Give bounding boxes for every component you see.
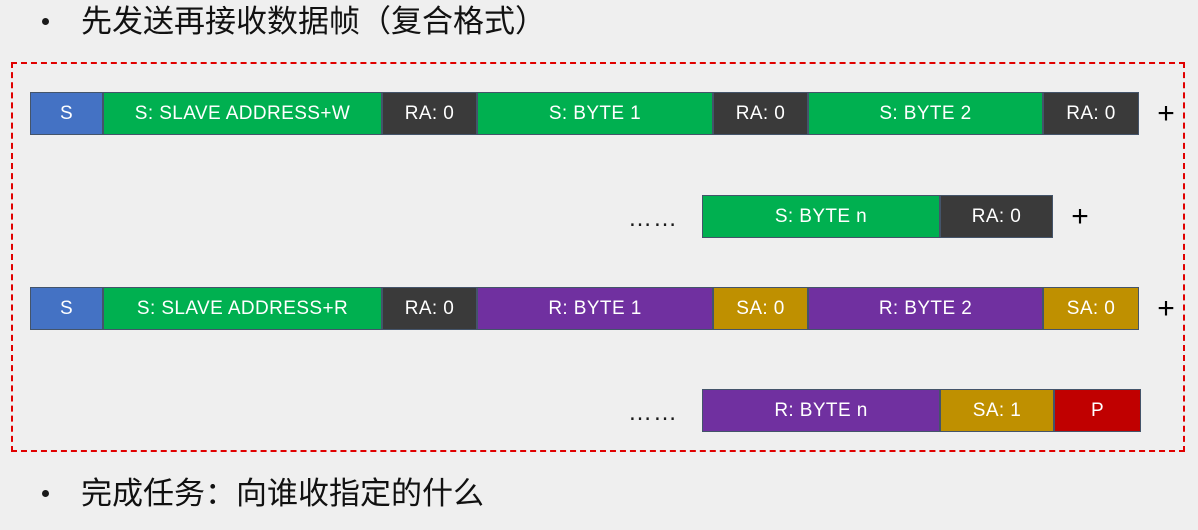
bullet-dot-icon-2 <box>42 490 49 497</box>
ellipsis-icon-2: …… <box>628 398 678 426</box>
cell-sender-ack-1: SA: 0 <box>713 287 808 330</box>
title-bullet-text: 先发送再接收数据帧（复合格式） <box>81 4 546 39</box>
cell-receiver-ack-n: RA: 0 <box>940 195 1053 238</box>
cell-read-byte-n: R: BYTE n <box>702 389 940 432</box>
cell-send-byte-1: S: BYTE 1 <box>477 92 713 135</box>
cell-restart-condition: S <box>30 287 103 330</box>
cell-stop-condition: P <box>1054 389 1141 432</box>
cell-slave-address-r: S: SLAVE ADDRESS+R <box>103 287 382 330</box>
footer-bullet-text: 完成任务：向谁收指定的什么 <box>81 476 484 511</box>
cell-receiver-ack-3: RA: 0 <box>1043 92 1139 135</box>
frame-row-read-phase-1: S S: SLAVE ADDRESS+R RA: 0 R: BYTE 1 SA:… <box>30 287 1185 330</box>
cell-receiver-ack-2: RA: 0 <box>713 92 808 135</box>
cell-receiver-ack-1: RA: 0 <box>382 92 477 135</box>
ellipsis-icon-1: …… <box>628 204 678 232</box>
cell-read-byte-2: R: BYTE 2 <box>808 287 1043 330</box>
cell-slave-address-w: S: SLAVE ADDRESS+W <box>103 92 382 135</box>
footer-bullet-line: 完成任务：向谁收指定的什么 <box>42 478 484 509</box>
title-bullet-line: 先发送再接收数据帧（复合格式） <box>42 6 546 37</box>
cell-sender-ack-2: SA: 0 <box>1043 287 1139 330</box>
frame-row-write-phase-1: S S: SLAVE ADDRESS+W RA: 0 S: BYTE 1 RA:… <box>30 92 1185 135</box>
cell-send-byte-2: S: BYTE 2 <box>808 92 1043 135</box>
plus-continuation-icon-3: + <box>1157 291 1175 325</box>
cell-send-byte-n: S: BYTE n <box>702 195 940 238</box>
frame-row-write-phase-2: …… S: BYTE n RA: 0 + <box>628 195 1099 238</box>
plus-continuation-icon-1: + <box>1157 96 1175 130</box>
bullet-dot-icon <box>42 18 49 25</box>
cell-receiver-ack-4: RA: 0 <box>382 287 477 330</box>
cell-read-byte-1: R: BYTE 1 <box>477 287 713 330</box>
frame-row-read-phase-2: …… R: BYTE n SA: 1 P <box>628 389 1141 432</box>
cell-start-condition: S <box>30 92 103 135</box>
cell-sender-nack: SA: 1 <box>940 389 1054 432</box>
plus-continuation-icon-2: + <box>1071 199 1089 233</box>
